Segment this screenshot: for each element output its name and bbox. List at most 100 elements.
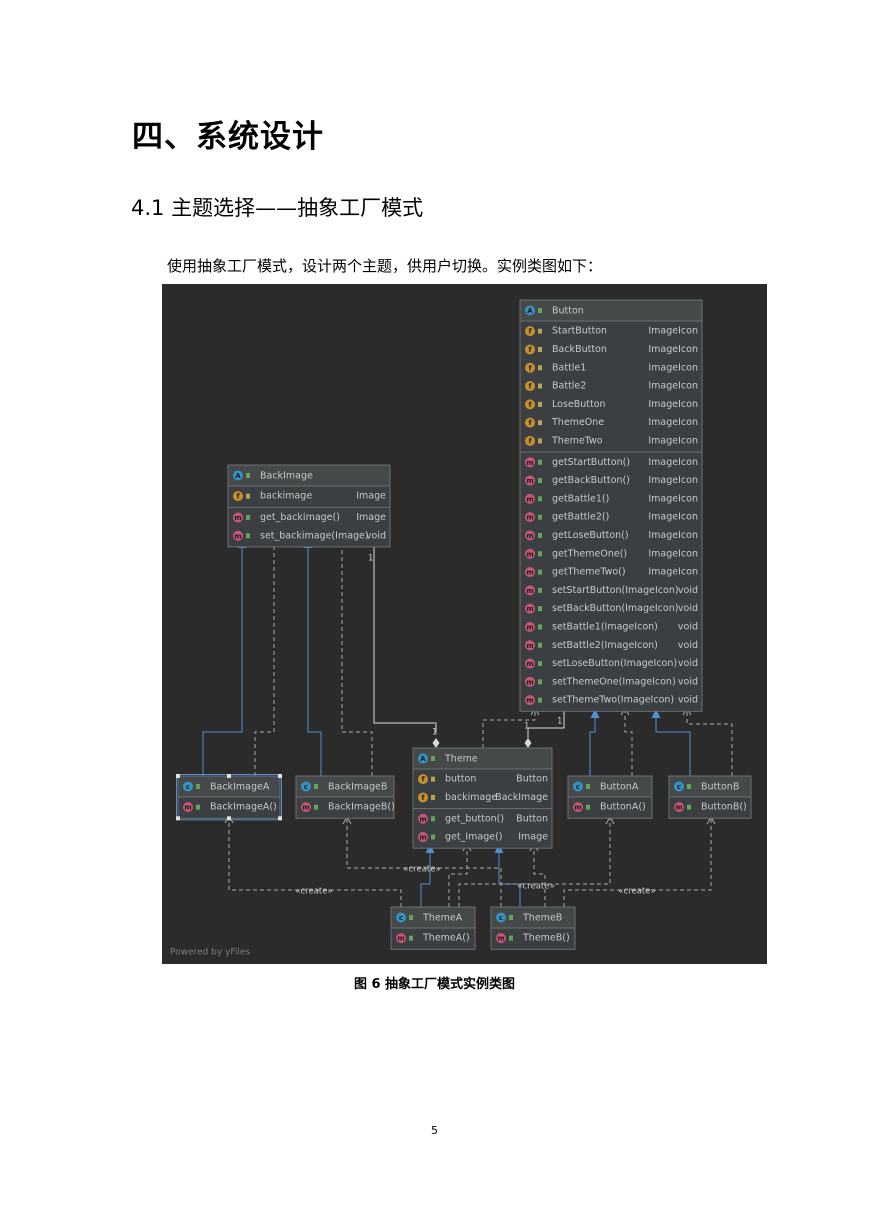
abstract-icon: [233, 470, 243, 481]
visibility-icon: [538, 551, 542, 557]
visibility-icon: [538, 679, 542, 685]
visibility-icon: [196, 804, 200, 810]
method-icon: [525, 640, 535, 651]
class-icon: [183, 781, 193, 792]
method-icon: [525, 530, 535, 541]
inheritance-buttona: [589, 718, 596, 776]
visibility-icon: [409, 915, 413, 920]
field-icon: [525, 344, 535, 355]
visibility-icon: [538, 642, 542, 648]
field-name: backimage: [445, 792, 497, 803]
aggregation-diamond-backimage: [432, 738, 440, 748]
visibility-icon: [538, 496, 542, 502]
method-name: set_backimage(Image): [260, 530, 369, 541]
class-icon-letter: c: [304, 783, 308, 791]
selection-handles: [176, 774, 282, 821]
class-name: Button: [552, 306, 584, 317]
method-icon-letter: m: [419, 815, 426, 823]
field-icon: [525, 417, 535, 428]
aggregation-button: [527, 709, 565, 738]
method-icon: [525, 695, 535, 706]
method-type: ImageIcon: [648, 457, 698, 468]
multiplicity-label: 1: [557, 717, 562, 727]
method-name: ThemeA(): [422, 933, 470, 944]
visibility-icon: [538, 308, 542, 313]
visibility-icon: [538, 514, 542, 520]
class-icon: [674, 781, 684, 792]
visibility-icon: [431, 816, 435, 822]
method-name: getLoseButton(): [552, 530, 629, 541]
page-number: 5: [431, 1124, 438, 1137]
field-type: ImageIcon: [648, 381, 698, 392]
visibility-icon: [538, 420, 542, 426]
multiplicity-label: 1: [368, 554, 373, 564]
method-icon: [525, 475, 535, 486]
method-icon: [525, 658, 535, 669]
class-header: [391, 907, 475, 928]
field-icon-letter: f: [528, 419, 532, 427]
field-name: BackButton: [552, 344, 607, 355]
field-name: ThemeOne: [551, 417, 604, 428]
class-name: ButtonB: [701, 782, 739, 793]
method-icon-letter: m: [419, 834, 426, 842]
field-name: backimage: [260, 491, 312, 502]
method-type: void: [678, 621, 698, 632]
create-label: «create»: [403, 865, 440, 875]
field-icon: [233, 491, 243, 502]
selection-handle: [176, 816, 180, 821]
method-type: void: [678, 676, 698, 687]
aggregation-backimage: [373, 521, 437, 733]
figure-caption: 图 6 抽象工厂模式实例类图: [353, 977, 516, 992]
class-name: BackImage: [260, 471, 313, 482]
method-name: getThemeTwo(): [552, 567, 626, 578]
method-type: ImageIcon: [648, 567, 698, 578]
method-icon-letter: m: [526, 605, 533, 613]
class-header: [228, 465, 390, 486]
selection-handle: [227, 816, 231, 821]
class-header: [669, 776, 751, 797]
create-label: «create»: [517, 882, 554, 892]
visibility-icon: [538, 459, 542, 465]
method-name: setBackButton(ImageIcon): [552, 603, 678, 614]
create-themea-buttona: [458, 817, 611, 907]
method-icon-letter: m: [526, 477, 533, 485]
class-name: ThemeA: [422, 913, 463, 924]
class-icon-letter: c: [499, 914, 503, 922]
method-icon-letter: m: [526, 532, 533, 540]
class-header: [568, 776, 652, 797]
field-icon: [418, 792, 428, 803]
method-icon-letter: m: [526, 550, 533, 558]
field-name: button: [445, 774, 476, 785]
method-type: void: [678, 658, 698, 669]
dependency-theme-button: [482, 709, 536, 748]
dependency-themeb: [533, 845, 546, 907]
method-name: ThemeB(): [522, 933, 570, 944]
method-name: ButtonB(): [701, 802, 747, 813]
class-icon-letter: c: [576, 783, 580, 791]
method-name: setLoseButton(ImageIcon): [552, 658, 677, 669]
dependency-buttonb: [686, 709, 733, 776]
field-type: ImageIcon: [648, 435, 698, 446]
inheritance-themeb: [498, 853, 521, 907]
method-type: ImageIcon: [648, 530, 698, 541]
method-icon-letter: m: [497, 935, 504, 943]
visibility-icon: [687, 804, 691, 810]
abstract-icon: [525, 305, 535, 316]
class-icon: [573, 781, 583, 792]
visibility-icon: [431, 756, 435, 761]
visibility-icon: [687, 784, 691, 789]
visibility-icon: [538, 587, 542, 593]
method-icon-letter: m: [675, 804, 682, 812]
method-name: setThemeOne(ImageIcon): [552, 676, 676, 687]
field-icon: [525, 399, 535, 410]
class-name: ThemeB: [522, 913, 562, 924]
method-icon-letter: m: [526, 495, 533, 503]
visibility-icon: [538, 383, 542, 389]
method-name: get_backimage(): [260, 512, 340, 523]
method-icon-letter: m: [574, 804, 581, 812]
